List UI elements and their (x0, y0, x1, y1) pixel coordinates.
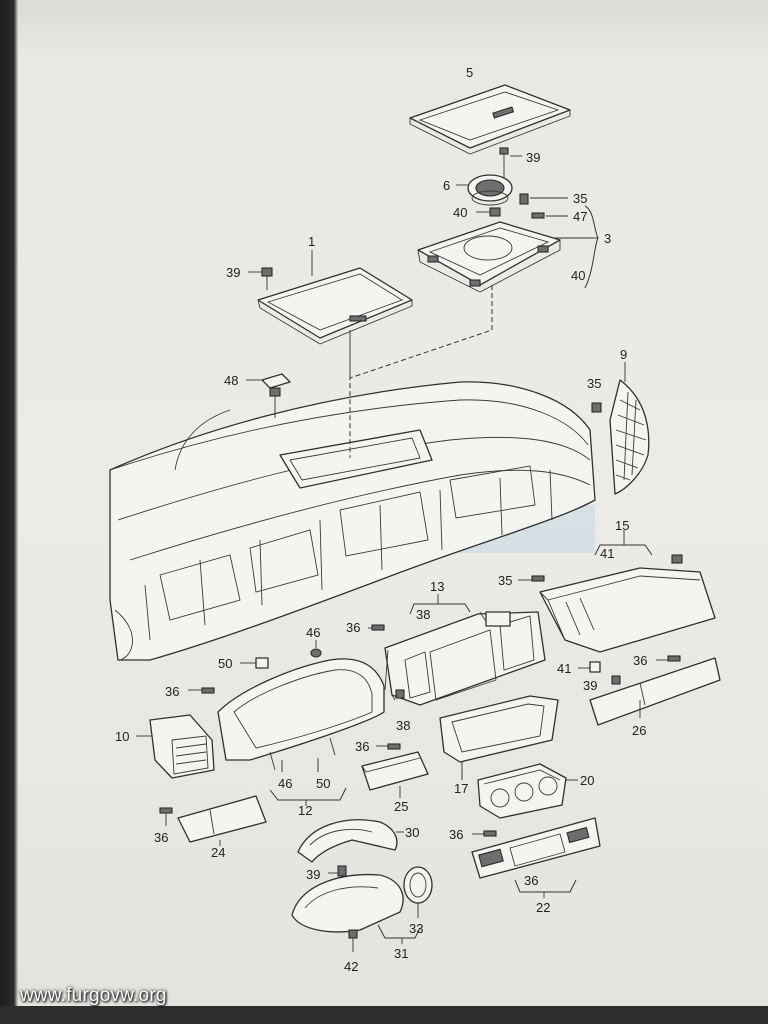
callout-36: 36 (154, 830, 168, 845)
assembly-line (349, 285, 493, 458)
callout-39: 39 (306, 867, 320, 882)
callout-10: 10 (115, 729, 129, 744)
clip-36-left (201, 687, 215, 694)
part-9-side-panel (609, 379, 650, 495)
part-31-lower-shroud (291, 873, 404, 933)
clip-35-side (591, 402, 602, 413)
callout-17: 17 (454, 781, 468, 796)
callout-35: 35 (573, 191, 587, 206)
callout-36: 36 (633, 653, 647, 668)
callout-38: 38 (416, 607, 430, 622)
clip-36-right (667, 655, 681, 662)
callout-40: 40 (571, 268, 585, 283)
clip-38-lower (395, 689, 405, 699)
screw-39-top (499, 147, 509, 180)
callout-33: 33 (409, 921, 423, 936)
part-25-small-panel (361, 751, 429, 791)
callout-25: 25 (394, 799, 408, 814)
callout-31: 31 (394, 946, 408, 961)
callout-22: 22 (536, 900, 550, 915)
part-5-cover (409, 84, 571, 155)
part-13-center-bezel (384, 611, 546, 706)
callout-42: 42 (344, 959, 358, 974)
clip-36-lower-left (159, 807, 173, 814)
part-10-air-vent (149, 714, 215, 779)
callout-35: 35 (498, 573, 512, 588)
clip-36-center (371, 624, 385, 631)
part-30-upper-shroud (297, 819, 398, 863)
part-15-glovebox (539, 554, 716, 653)
clip-35-glovebox (531, 575, 545, 582)
clip-46-top (310, 648, 322, 658)
callout-3: 3 (604, 231, 611, 246)
callout-39: 39 (526, 150, 540, 165)
callout-12: 12 (298, 803, 312, 818)
callout-35: 35 (587, 376, 601, 391)
callout-41: 41 (557, 661, 571, 676)
part-17-lower-frame (439, 695, 559, 763)
callout-38: 38 (396, 718, 410, 733)
callout-50: 50 (218, 656, 232, 671)
callout-36: 36 (449, 827, 463, 842)
clip-40 (489, 207, 501, 217)
part-33-ring (403, 866, 433, 904)
callout-30: 30 (405, 825, 419, 840)
callout-36: 36 (355, 739, 369, 754)
callout-46: 46 (278, 776, 292, 791)
clip-41 (589, 661, 601, 673)
callout-41: 41 (600, 546, 614, 561)
callout-24: 24 (211, 845, 225, 860)
screw-39-left (261, 267, 273, 290)
callout-48: 48 (224, 373, 238, 388)
callout-20: 20 (580, 773, 594, 788)
callout-36: 36 (346, 620, 360, 635)
callout-6: 6 (443, 178, 450, 193)
part-12-cluster-surround (217, 658, 385, 771)
callout-36: 36 (165, 684, 179, 699)
clip-36-panel (387, 743, 401, 750)
callout-1: 1 (308, 234, 315, 249)
part-20-climate-control (477, 763, 567, 819)
part-22-switch-panel (471, 817, 601, 879)
part-48-clip (261, 373, 291, 418)
glovebox-opening (279, 429, 433, 489)
callout-39: 39 (226, 265, 240, 280)
callout-40: 40 (453, 205, 467, 220)
callout-26: 26 (632, 723, 646, 738)
screw-42 (348, 929, 358, 952)
callout-9: 9 (620, 347, 627, 362)
clip-35 (519, 193, 529, 205)
callout-39: 39 (583, 678, 597, 693)
screw-39-lower (337, 865, 347, 877)
dashboard-body (109, 381, 596, 661)
part-3-bracket (417, 221, 561, 293)
callout-labels: 5 39 6 35 40 47 3 40 1 39 48 9 35 15 41 … (115, 65, 647, 974)
part-6-speaker (467, 174, 513, 206)
callout-5: 5 (466, 65, 473, 80)
clip-47 (531, 212, 545, 219)
callout-47: 47 (573, 209, 587, 224)
callout-15: 15 (615, 518, 629, 533)
callout-46: 46 (306, 625, 320, 640)
callout-50: 50 (316, 776, 330, 791)
clip-36-control (483, 830, 497, 837)
part-24-lower-trim (177, 795, 267, 843)
monitor-bezel-bottom (0, 1006, 768, 1024)
screw-39-right (611, 675, 621, 685)
part-1-cover (257, 267, 413, 345)
clip-50 (255, 657, 269, 669)
callout-13: 13 (430, 579, 444, 594)
site-watermark: www.furgovw.org (20, 985, 167, 1006)
part-26-trim-strip (589, 657, 721, 726)
callout-36: 36 (524, 873, 538, 888)
